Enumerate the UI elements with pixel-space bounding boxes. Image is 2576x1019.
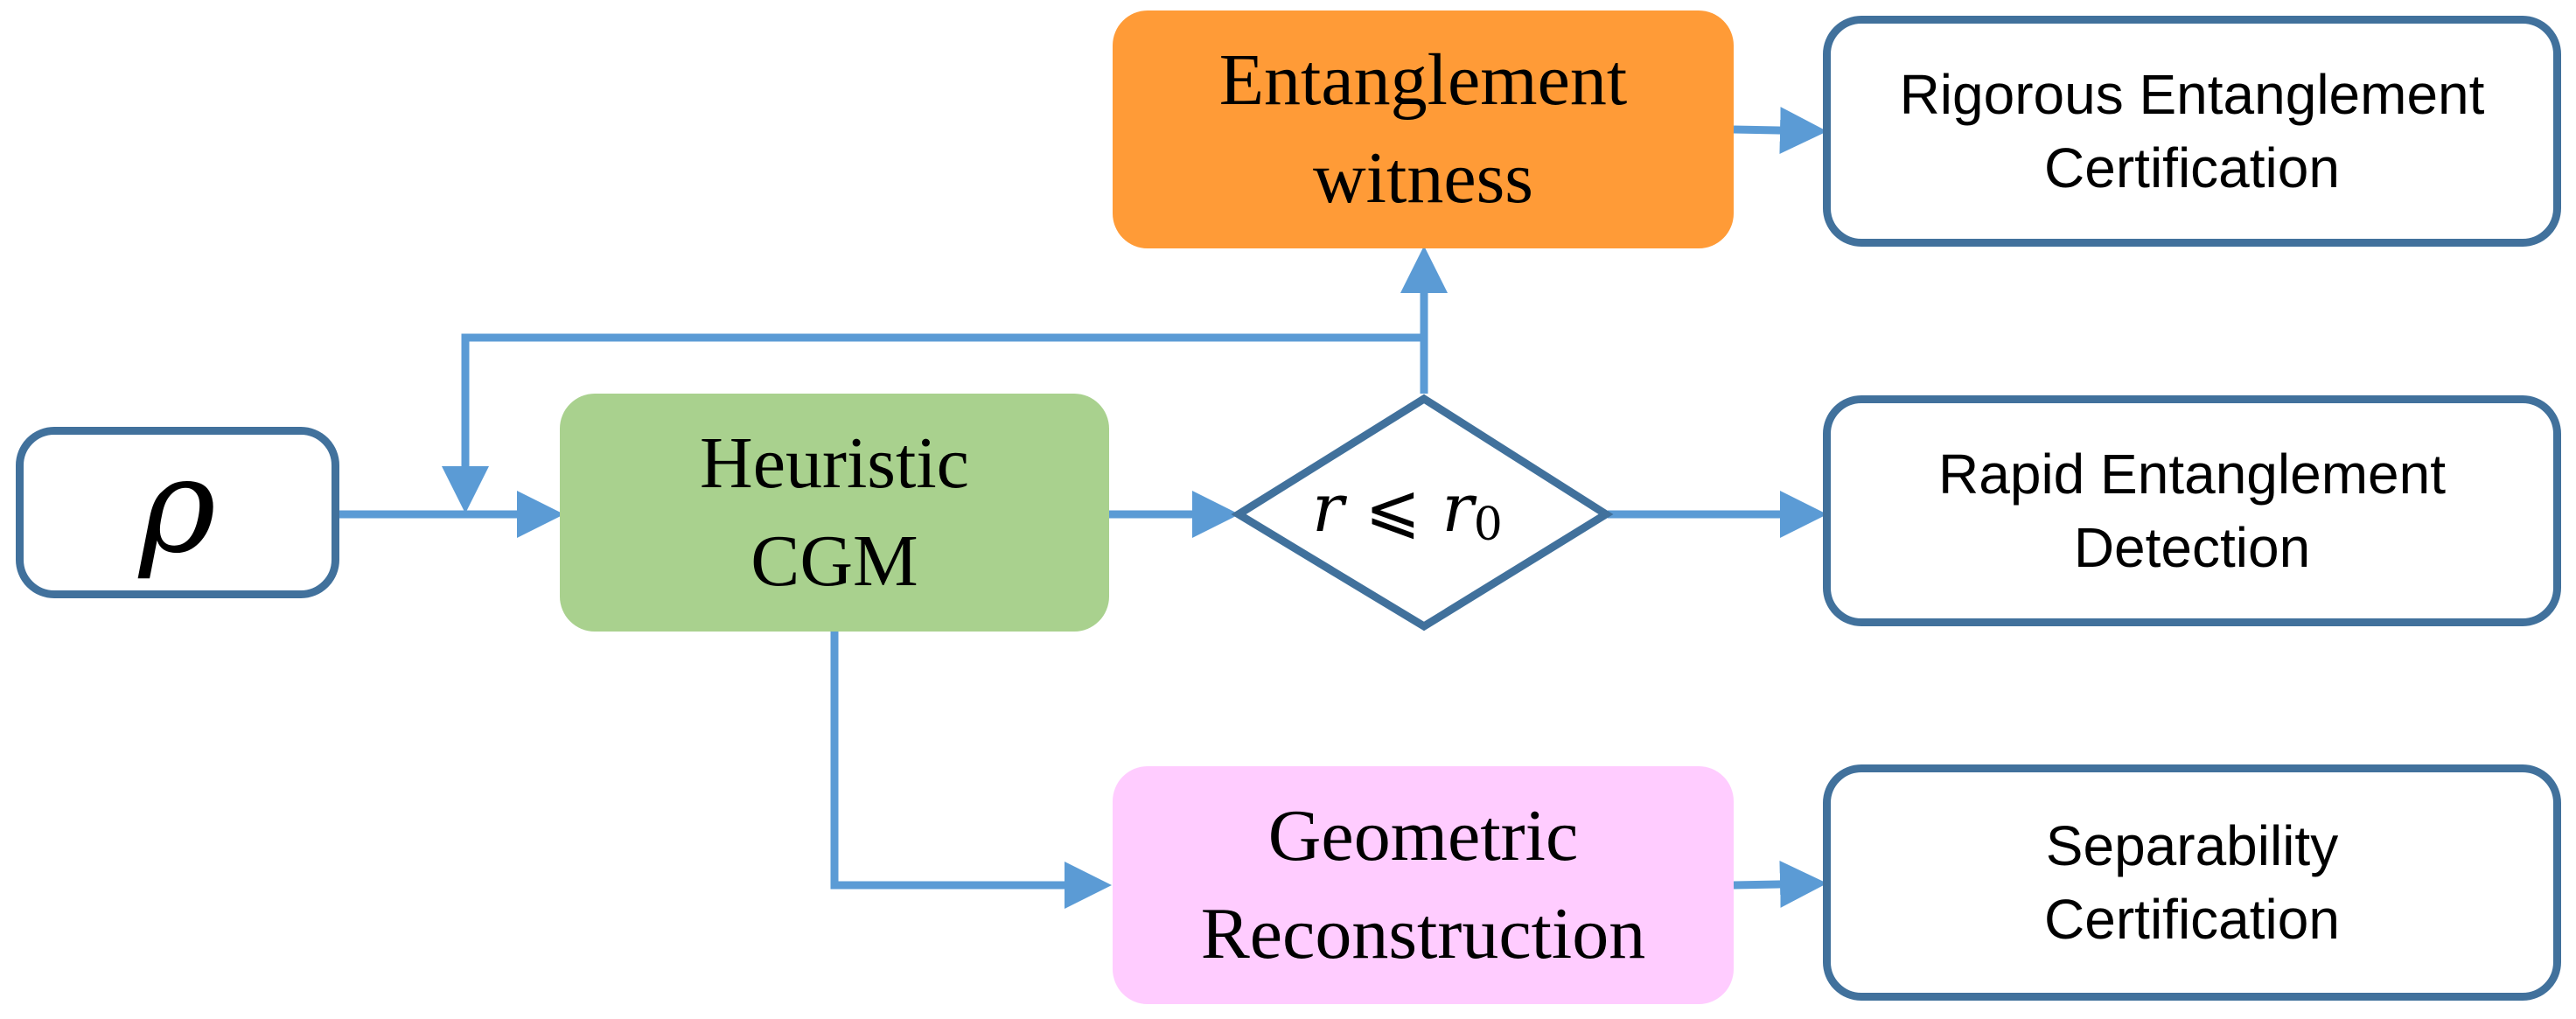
witness-label-line2: witness [1313, 137, 1533, 219]
geometric-label-line2: Reconstruction [1200, 893, 1646, 974]
heuristic-label-line1: Heuristic [700, 422, 969, 504]
feedback-loop-line [442, 333, 1424, 513]
arrow-geometric-to-separability [1733, 860, 1827, 908]
separability-label-line2: Certification [2044, 888, 2340, 951]
heuristic-label-line2: CGM [750, 520, 918, 602]
decision-diamond [1231, 394, 1614, 632]
condition-label: r ⩽ r0 [1312, 469, 1503, 551]
heuristic-cgm-box: Heuristic CGM [560, 394, 1109, 632]
rigorous-certification-box: Rigorous Entanglement Certification [1823, 16, 2561, 247]
rapid-detection-box: Rapid Entanglement Detection [1823, 395, 2561, 626]
rapid-label-line1: Rapid Entanglement [1938, 443, 2446, 506]
rigorous-label-line1: Rigorous Entanglement [1899, 63, 2485, 126]
entanglement-witness-box: Entanglement witness [1113, 10, 1734, 248]
input-rho-box: ρ [16, 427, 339, 598]
geometric-reconstruction-box: Geometric Reconstruction [1113, 766, 1734, 1004]
separability-certification-box: Separability Certification [1823, 764, 2561, 1001]
rigorous-label-line2: Certification [2044, 136, 2340, 199]
condition-operator: ⩽ [1365, 469, 1421, 547]
condition-threshold-subscript: 0 [1473, 499, 1503, 551]
arrow-heuristic-to-geometric [830, 630, 1112, 909]
separability-label-line1: Separability [2045, 814, 2339, 877]
witness-label-line1: Entanglement [1218, 39, 1628, 121]
rapid-label-line2: Detection [2073, 516, 2311, 579]
input-rho-symbol: ρ [138, 430, 217, 583]
arrow-witness-to-rigorous [1733, 107, 1827, 155]
condition-threshold: r [1442, 469, 1474, 547]
condition-variable: r [1312, 469, 1344, 547]
geometric-label-line1: Geometric [1267, 795, 1579, 876]
